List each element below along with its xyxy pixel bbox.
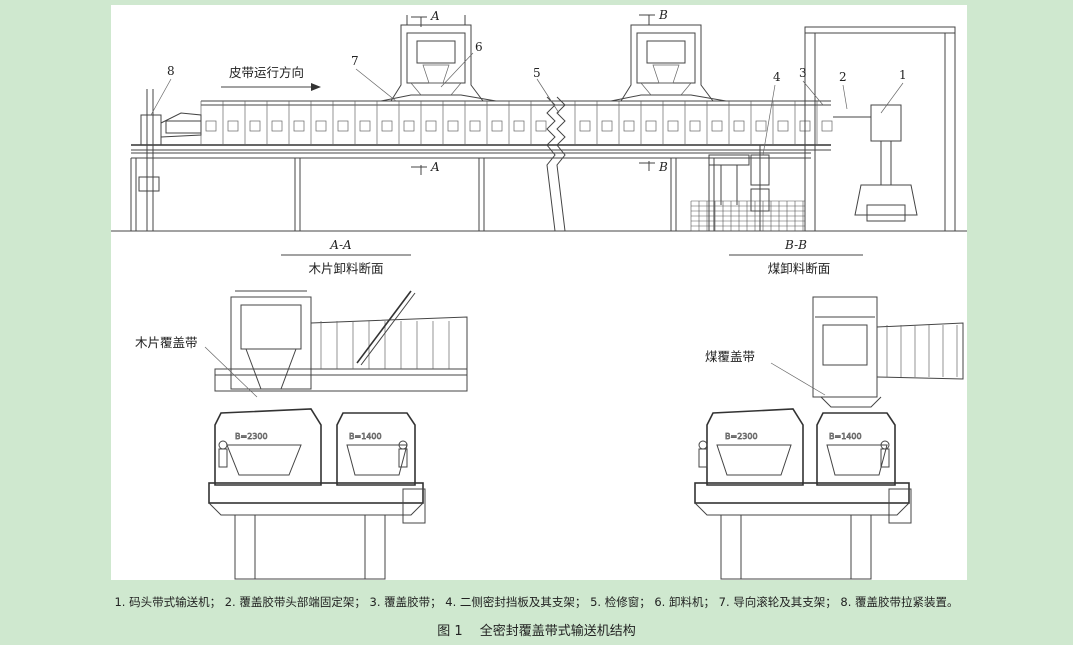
section-a-top-label: A [430,9,440,23]
belt-tensioner [138,89,202,231]
section-a-bottom-label: A [430,160,440,174]
figure-title: 图 1 全密封覆盖带式输送机结构 [437,624,636,639]
belt-direction-indicator: 皮带运行方向 [221,65,321,91]
conveyor-structure-drawing: A A B B 皮带运行方向 8 7 6 5 4 [111,8,967,580]
callout-6: 6 [475,40,483,54]
belt-width-1400: B=1400 [349,432,382,441]
section-aa-title: A-A [329,238,352,252]
belt-width-2300-b: B=2300 [725,432,758,441]
head-building [804,26,956,232]
foundation-grid [690,200,805,232]
callout-1: 1 [899,68,907,82]
coal-cover-belt-label: 煤覆盖带 [705,349,755,364]
callouts: 8 7 6 5 4 3 2 1 [150,40,907,156]
belt-width-1400-b: B=1400 [829,432,862,441]
callout-3: 3 [799,66,807,80]
belt-direction-label: 皮带运行方向 [229,65,304,80]
section-marker-a: A A [411,9,440,175]
section-b-bottom-label: B [658,160,668,174]
section-marker-b: B B [639,8,668,174]
wood-cover-belt-label: 木片覆盖带 [135,335,198,350]
callout-7: 7 [351,54,359,68]
figure-legend: 1. 码头带式输送机； 2. 覆盖胶带头部端固定架； 3. 覆盖胶带； 4. 二… [114,595,959,609]
section-aa-subtitle: 木片卸料断面 [308,261,383,276]
technical-drawing: A A B B 皮带运行方向 8 7 6 5 4 [111,5,967,580]
section-bb-title: B-B [784,238,807,252]
callout-8: 8 [167,64,175,78]
section-titles: A-A 木片卸料断面 B-B 煤卸料断面 [281,238,863,276]
cross-section-aa: B=2300 B=1400 木片覆盖带 [135,290,468,580]
unloader-a [380,15,497,102]
elevation-view: A A B B 皮带运行方向 8 7 6 5 4 [111,8,967,232]
cross-section-bb: B=2300 B=1400 煤覆盖带 [694,296,964,580]
callout-5: 5 [533,66,541,80]
section-bb-subtitle: 煤卸料断面 [768,261,831,276]
section-b-top-label: B [658,8,668,22]
unloader-b [610,24,727,102]
belt-width-2300: B=2300 [235,432,268,441]
callout-4: 4 [773,70,781,84]
callout-2: 2 [839,70,847,84]
